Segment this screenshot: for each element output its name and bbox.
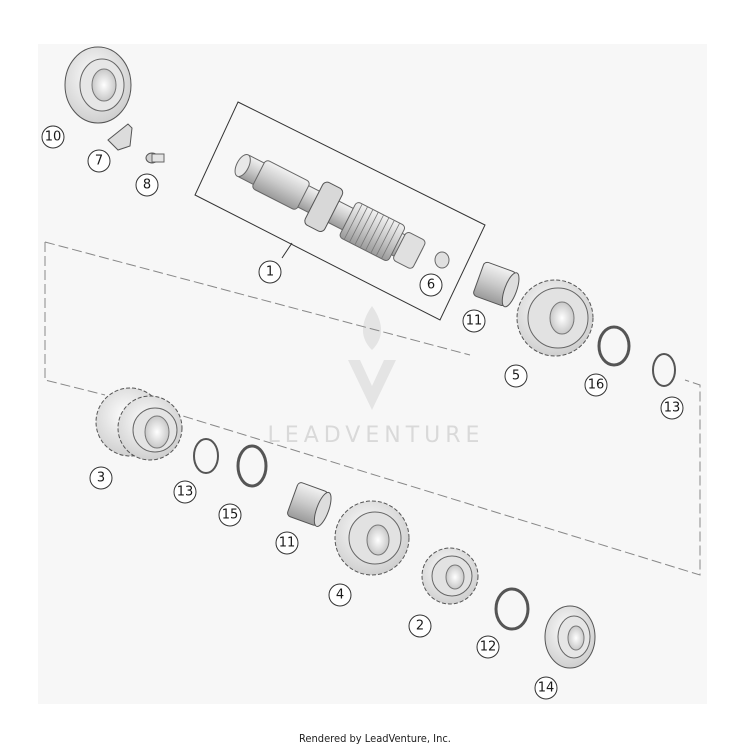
callout-2[interactable]: 2 [408, 614, 432, 638]
gear-part-5 [516, 279, 594, 357]
svg-text:11: 11 [466, 314, 483, 329]
bearing-part-14 [544, 605, 596, 669]
callout-10[interactable]: 10 [41, 125, 65, 149]
gear-part-3 [95, 387, 183, 461]
leadventure-watermark: LEADVENTURE [268, 306, 485, 448]
svg-text:5: 5 [512, 369, 520, 384]
svg-text:13: 13 [177, 485, 194, 500]
svg-text:1: 1 [266, 265, 274, 280]
screw-part-8 [145, 152, 165, 164]
callout-16[interactable]: 16 [584, 373, 608, 397]
svg-text:2: 2 [416, 619, 424, 634]
callout-15[interactable]: 15 [218, 503, 242, 527]
callout-1[interactable]: 1 [258, 260, 282, 284]
gear-part-4 [334, 500, 410, 576]
svg-text:13: 13 [664, 401, 681, 416]
callout-13-lower[interactable]: 13 [173, 480, 197, 504]
main-shaft [234, 153, 426, 269]
footer-credit: Rendered by LeadVenture, Inc. [299, 732, 451, 745]
needle-bearing-part-11-upper [473, 261, 520, 308]
callout-5[interactable]: 5 [504, 364, 528, 388]
needle-bearing-part-11-lower [287, 482, 332, 527]
circlip-part-13-lower [193, 438, 219, 474]
callout-7[interactable]: 7 [87, 149, 111, 173]
callout-11-upper[interactable]: 11 [462, 309, 486, 333]
svg-text:4: 4 [336, 588, 344, 603]
svg-text:10: 10 [45, 130, 62, 145]
circlip-part-13-upper [652, 353, 676, 387]
svg-text:16: 16 [588, 378, 605, 393]
callout-3[interactable]: 3 [89, 466, 113, 490]
callout-13-upper[interactable]: 13 [660, 396, 684, 420]
callout-4[interactable]: 4 [328, 583, 352, 607]
assembly-dashed-outline-top [44, 241, 471, 356]
svg-text:14: 14 [538, 681, 555, 696]
svg-text:8: 8 [143, 178, 151, 193]
washer-part-6 [434, 251, 450, 269]
washer-part-15 [236, 444, 268, 488]
assembly-dashed-outline [44, 242, 701, 576]
lock-plate-part-7 [107, 123, 133, 151]
svg-text:11: 11 [279, 536, 296, 551]
gear-part-2 [421, 547, 479, 605]
callout-6[interactable]: 6 [419, 273, 443, 297]
bearing-part-10 [64, 46, 132, 124]
washer-part-16 [597, 325, 631, 367]
svg-text:7: 7 [95, 154, 103, 169]
callout-11-lower[interactable]: 11 [275, 531, 299, 555]
callout-8[interactable]: 8 [135, 173, 159, 197]
watermark-text: LEADVENTURE [268, 423, 485, 448]
callout-12[interactable]: 12 [476, 635, 500, 659]
washer-part-12 [494, 587, 530, 631]
callout-14[interactable]: 14 [534, 676, 558, 700]
svg-text:3: 3 [97, 471, 105, 486]
svg-text:12: 12 [480, 640, 497, 655]
svg-text:6: 6 [427, 278, 435, 293]
svg-text:15: 15 [222, 508, 239, 523]
main-shaft-box [194, 101, 486, 321]
